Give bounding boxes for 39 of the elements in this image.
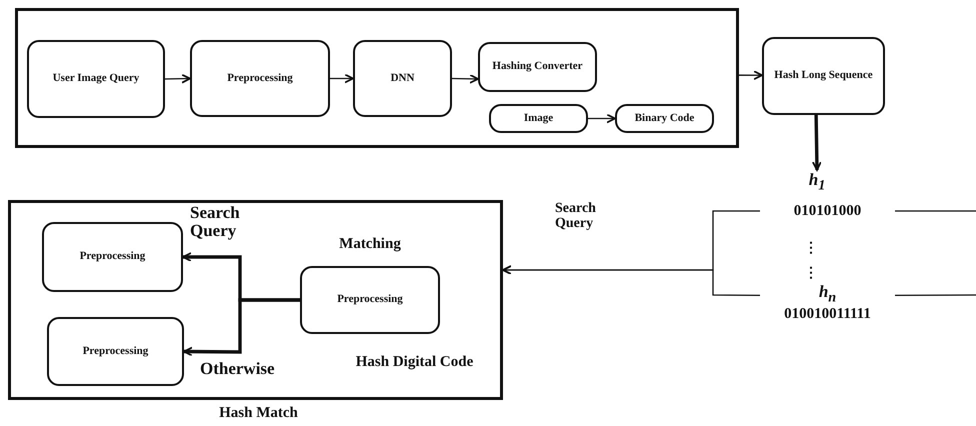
- box-label: Image: [522, 112, 554, 126]
- box-label: User Image Query: [52, 72, 140, 86]
- panel-caption: Hash Match: [218, 405, 299, 422]
- arrow: [164, 74, 191, 84]
- arrow: [452, 74, 479, 84]
- box-label: Hash Long Sequence: [773, 69, 874, 83]
- box-label: Preprocessing: [336, 293, 404, 307]
- box-label: Binary Code: [634, 112, 696, 126]
- box-label: Preprocessing: [82, 344, 150, 358]
- hash-symbol: h$_{n}$: [818, 283, 836, 306]
- hash-symbol: h$_{1}$: [808, 170, 826, 194]
- binary-code: 010101000: [794, 202, 862, 220]
- process-box: [190, 40, 330, 117]
- process-box: [27, 40, 165, 118]
- process-box: [762, 37, 885, 115]
- arrow: [588, 114, 616, 124]
- process-box: [478, 42, 597, 92]
- box-label: DNN: [390, 72, 416, 86]
- connector-line: [895, 294, 976, 296]
- process-box: [615, 104, 714, 133]
- process-box: [42, 222, 183, 292]
- container-box: [15, 8, 739, 148]
- arrow: [183, 298, 300, 356]
- process-box: [353, 40, 452, 117]
- box-heading: Matching: [338, 236, 402, 252]
- binary-code: 010010011111: [784, 306, 871, 323]
- arrow: [502, 265, 760, 296]
- node-note: Hash Digital Code: [354, 354, 474, 370]
- box-label: Preprocessing: [78, 250, 146, 264]
- ellipsis-mark: ⋮: [804, 267, 818, 281]
- arrow: [330, 74, 354, 84]
- connector-line: [895, 210, 976, 212]
- arrow: [812, 114, 822, 171]
- box-label: Hashing Converter: [491, 60, 584, 74]
- ellipsis-mark: ⋮: [804, 242, 818, 256]
- arrow: [739, 70, 763, 80]
- process-box: [489, 104, 588, 133]
- process-box: [47, 317, 184, 386]
- box-label: Preprocessing: [226, 72, 294, 86]
